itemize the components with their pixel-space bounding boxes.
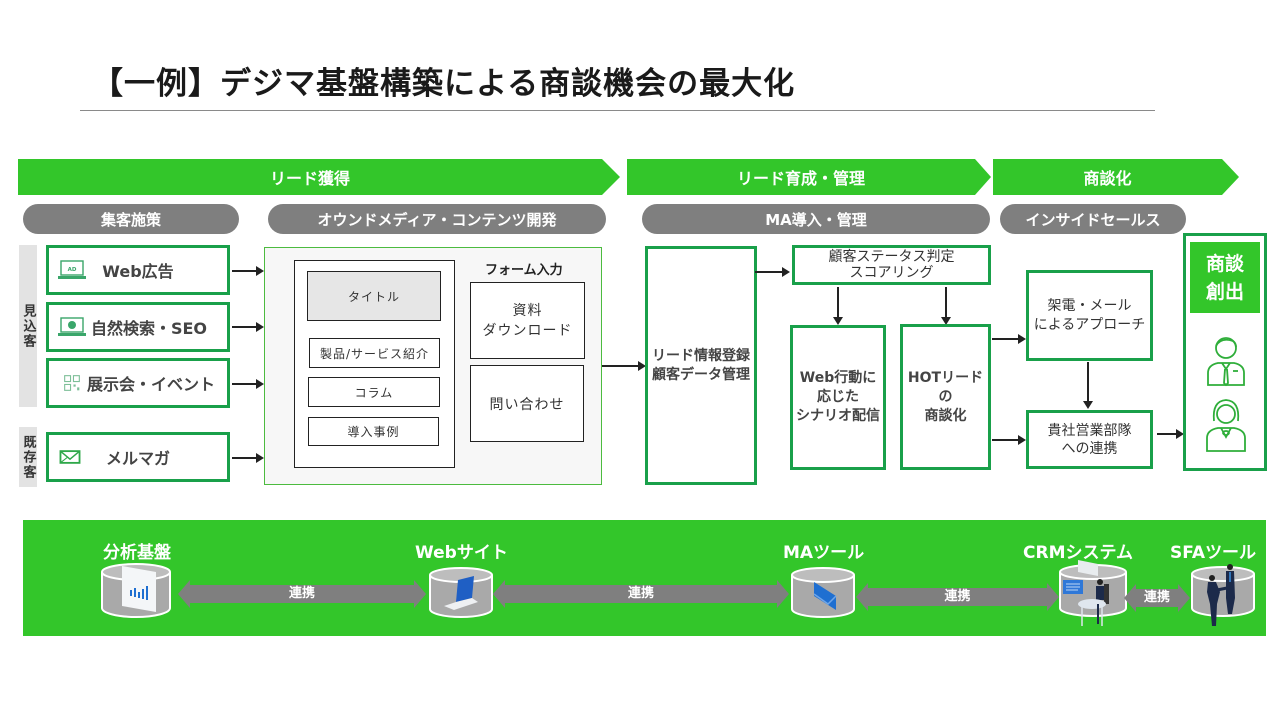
businessman-icon — [1207, 337, 1245, 387]
scenario-line2: 応じた — [817, 389, 859, 405]
source-newsletter: メルマガ — [46, 432, 230, 482]
phase-lead-acquisition: リード獲得 — [269, 169, 350, 188]
laptop-globe-icon — [58, 317, 86, 336]
link-website-ma: 連携 — [493, 580, 789, 608]
arrow-to-approach — [992, 334, 1026, 344]
arrow-web-ads — [232, 266, 264, 276]
handoff-box: 貴社営業部隊 への連携 — [1026, 410, 1153, 469]
link-label: 連携 — [944, 589, 971, 604]
form-inquiry: 問い合わせ — [470, 365, 584, 442]
link-ma-crm: 連携 — [856, 583, 1059, 611]
phase-chevrons — [18, 159, 1239, 195]
system-label-ma-tool: MAツール — [783, 543, 865, 563]
link-label: 連携 — [288, 586, 315, 601]
deal-creation-line2: 創出 — [1205, 280, 1244, 303]
arrow-to-scenario — [833, 287, 843, 325]
laptop-ad-icon: AD — [58, 260, 86, 279]
form-download-line2: ダウンロード — [482, 322, 573, 339]
link-label: 連携 — [1143, 590, 1170, 605]
phase-chevron-deal — [993, 159, 1239, 195]
system-label-analytics: 分析基盤 — [103, 543, 171, 563]
handoff-line1: 貴社営業部隊 — [1047, 422, 1132, 439]
arrow-approach-to-handoff — [1083, 362, 1093, 409]
hot-lead-box: HOTリード の 商談化 — [900, 324, 991, 470]
pill-owned-media: オウンドメディア・コンテンツ開発 — [268, 204, 606, 234]
scenario-line3: シナリオ配信 — [796, 408, 880, 424]
scenario-box: Web行動に 応じた シナリオ配信 — [790, 325, 886, 470]
link-analytics-website: 連携 — [178, 580, 426, 608]
source-label: メルマガ — [105, 449, 170, 468]
analytics-chart-icon — [101, 563, 171, 618]
title-divider — [80, 110, 1155, 111]
phase-chevron-lead-nurturing — [627, 159, 991, 195]
approach-box: 架電・メール によるアプローチ — [1026, 270, 1153, 361]
hot-lead-line1: HOTリード — [907, 369, 984, 386]
hot-lead-line2: の — [938, 388, 953, 405]
source-exhibition: 展示会・イベント — [46, 358, 230, 408]
scenario-line1: Web行動に — [799, 370, 877, 386]
approach-line2: によるアプローチ — [1033, 316, 1146, 333]
phase-deal-creation: 商談化 — [1083, 169, 1132, 188]
systems-band — [23, 520, 1266, 636]
hot-lead-line3: 商談化 — [924, 407, 967, 424]
scoring-line1: 顧客ステータス判定 — [828, 249, 955, 265]
arrow-exhibition — [232, 379, 264, 389]
source-label: 展示会・イベント — [86, 375, 215, 394]
qr-code-icon — [64, 375, 80, 391]
page-title: 【一例】デジマ基盤構築による商談機会の最大化 — [92, 66, 796, 102]
system-label-website: Webサイト — [415, 543, 508, 563]
system-label-sfa: SFAツール — [1170, 543, 1257, 563]
source-label: Web広告 — [102, 262, 174, 281]
form-download-line1: 資料 — [512, 302, 543, 319]
lead-register-box: リード情報登録 顧客データ管理 — [645, 246, 757, 485]
page-item-products: 製品/サービス紹介 — [309, 338, 440, 368]
pill-ma: MA導入・管理 — [642, 204, 990, 234]
svg-text:AD: AD — [68, 267, 77, 273]
lead-register-line1: リード情報登録 — [652, 347, 750, 364]
approach-line1: 架電・メール — [1047, 297, 1132, 314]
deal-creation-badge: 商談 創出 — [1190, 242, 1260, 313]
scoring-line2: スコアリング — [849, 265, 934, 281]
link-crm-sfa: 連携 — [1124, 584, 1190, 612]
arrow-to-scoring — [755, 267, 790, 277]
arrow-to-hot-lead — [941, 287, 951, 325]
page-item-case-studies: 導入事例 — [308, 417, 439, 446]
handshake-icon — [1191, 564, 1255, 626]
page-title-block: タイトル — [307, 271, 441, 321]
system-label-crm: CRMシステム — [1023, 543, 1133, 563]
page-item-column: コラム — [308, 377, 440, 407]
businesswoman-icon — [1206, 399, 1246, 452]
source-web-ads: AD Web広告 — [46, 245, 230, 295]
laptop-icon — [429, 567, 493, 618]
pill-inside-sales: インサイドセールス — [1000, 204, 1186, 234]
lead-register-line2: 顧客データ管理 — [652, 366, 750, 383]
arrow-seo — [232, 322, 264, 332]
arrow-to-outcome — [1157, 429, 1184, 439]
source-organic-seo: 自然検索・SEO — [46, 302, 230, 352]
link-label: 連携 — [627, 586, 654, 601]
label-existing-customers: 既存客 — [19, 427, 37, 487]
phase-chevron-lead-acquisition — [18, 159, 620, 195]
form-download: 資料 ダウンロード — [470, 282, 585, 359]
phase-lead-nurturing: リード育成・管理 — [736, 169, 865, 188]
operator-desk-icon — [1059, 560, 1127, 626]
handoff-line2: への連携 — [1061, 440, 1118, 457]
form-input-title: フォーム入力 — [485, 263, 563, 278]
arrow-to-handoff — [992, 435, 1026, 445]
arrow-to-lead-register — [602, 361, 646, 371]
pill-attraction: 集客施策 — [23, 204, 239, 234]
label-prospects: 見込客 — [19, 245, 37, 407]
scoring-box: 顧客ステータス判定 スコアリング — [792, 245, 991, 285]
envelope-icon — [791, 567, 855, 618]
source-label: 自然検索・SEO — [90, 319, 208, 338]
arrow-newsletter — [232, 453, 264, 463]
deal-creation-line1: 商談 — [1205, 252, 1244, 275]
mail-icon — [59, 450, 81, 464]
